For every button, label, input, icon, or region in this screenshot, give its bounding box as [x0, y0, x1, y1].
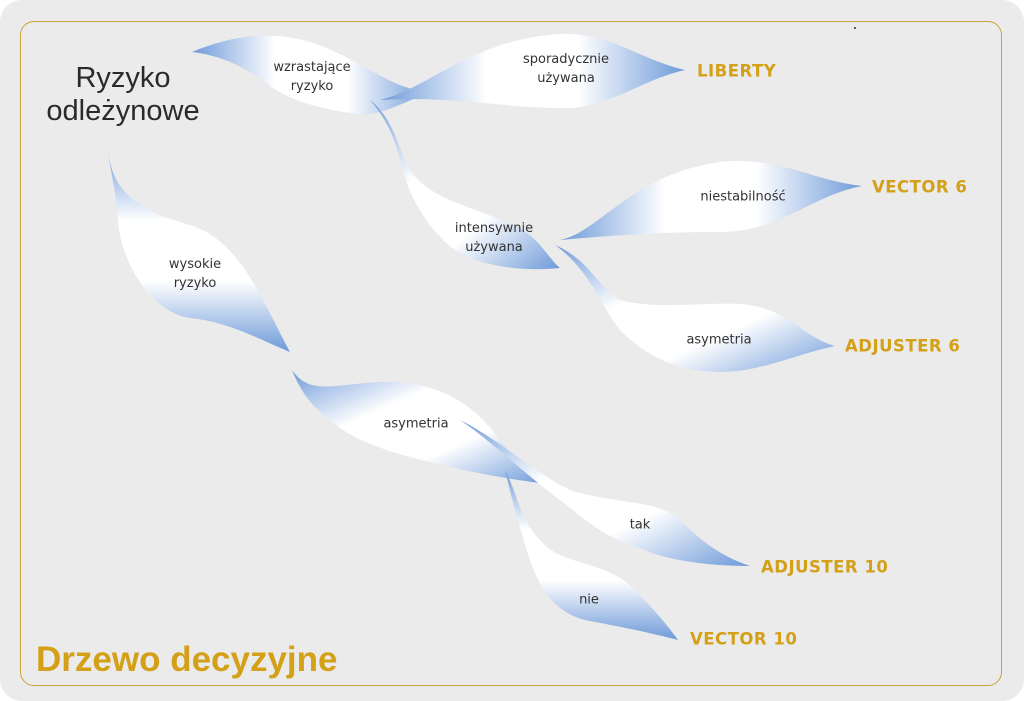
node-intensywnie-uzywana: intensywnie używana — [454, 221, 534, 255]
ribbon-intensywnie-niestabilnosc — [560, 161, 862, 240]
node-asymetria-1: asymetria — [686, 332, 752, 348]
product-adjuster-6: ADJUSTER 6 — [845, 336, 961, 356]
product-vector-6: VECTOR 6 — [872, 177, 968, 197]
node-tak: tak — [629, 517, 651, 533]
node-wzrastajace-ryzyko: wzrastające ryzyko — [273, 60, 351, 94]
stray-dot — [854, 27, 856, 29]
ribbon-root-wzrastajace — [192, 35, 430, 115]
root-title: Ryzyko odleżynowe — [46, 62, 200, 127]
node-wysokie-ryzyko: wysokie ryzyko — [168, 257, 222, 291]
ribbon-root-wysokie — [108, 150, 290, 352]
node-sporadycznie-uzywana: sporadycznie używana — [522, 52, 610, 86]
diagram-frame — [20, 21, 1002, 686]
node-asymetria-2: asymetria — [383, 416, 449, 432]
ribbon-intensywnie-asymetria — [555, 245, 835, 372]
node-nie: nie — [579, 592, 599, 608]
product-adjuster-10: ADJUSTER 10 — [761, 557, 889, 577]
ribbon-wysokie-asymetria — [292, 370, 548, 484]
node-niestabilnosc: niestabilność — [700, 189, 786, 205]
ribbon-wzrastajace-sporadycznie — [380, 33, 685, 108]
product-liberty: LIBERTY — [697, 61, 777, 81]
ribbon-wzrastajace-intensywnie — [370, 100, 560, 270]
product-vector-10: VECTOR 10 — [690, 629, 798, 649]
footer-title: Drzewo decyzyjne — [36, 640, 338, 679]
ribbon-asymetria-tak — [460, 420, 750, 566]
ribbon-asymetria-nie — [505, 470, 678, 640]
